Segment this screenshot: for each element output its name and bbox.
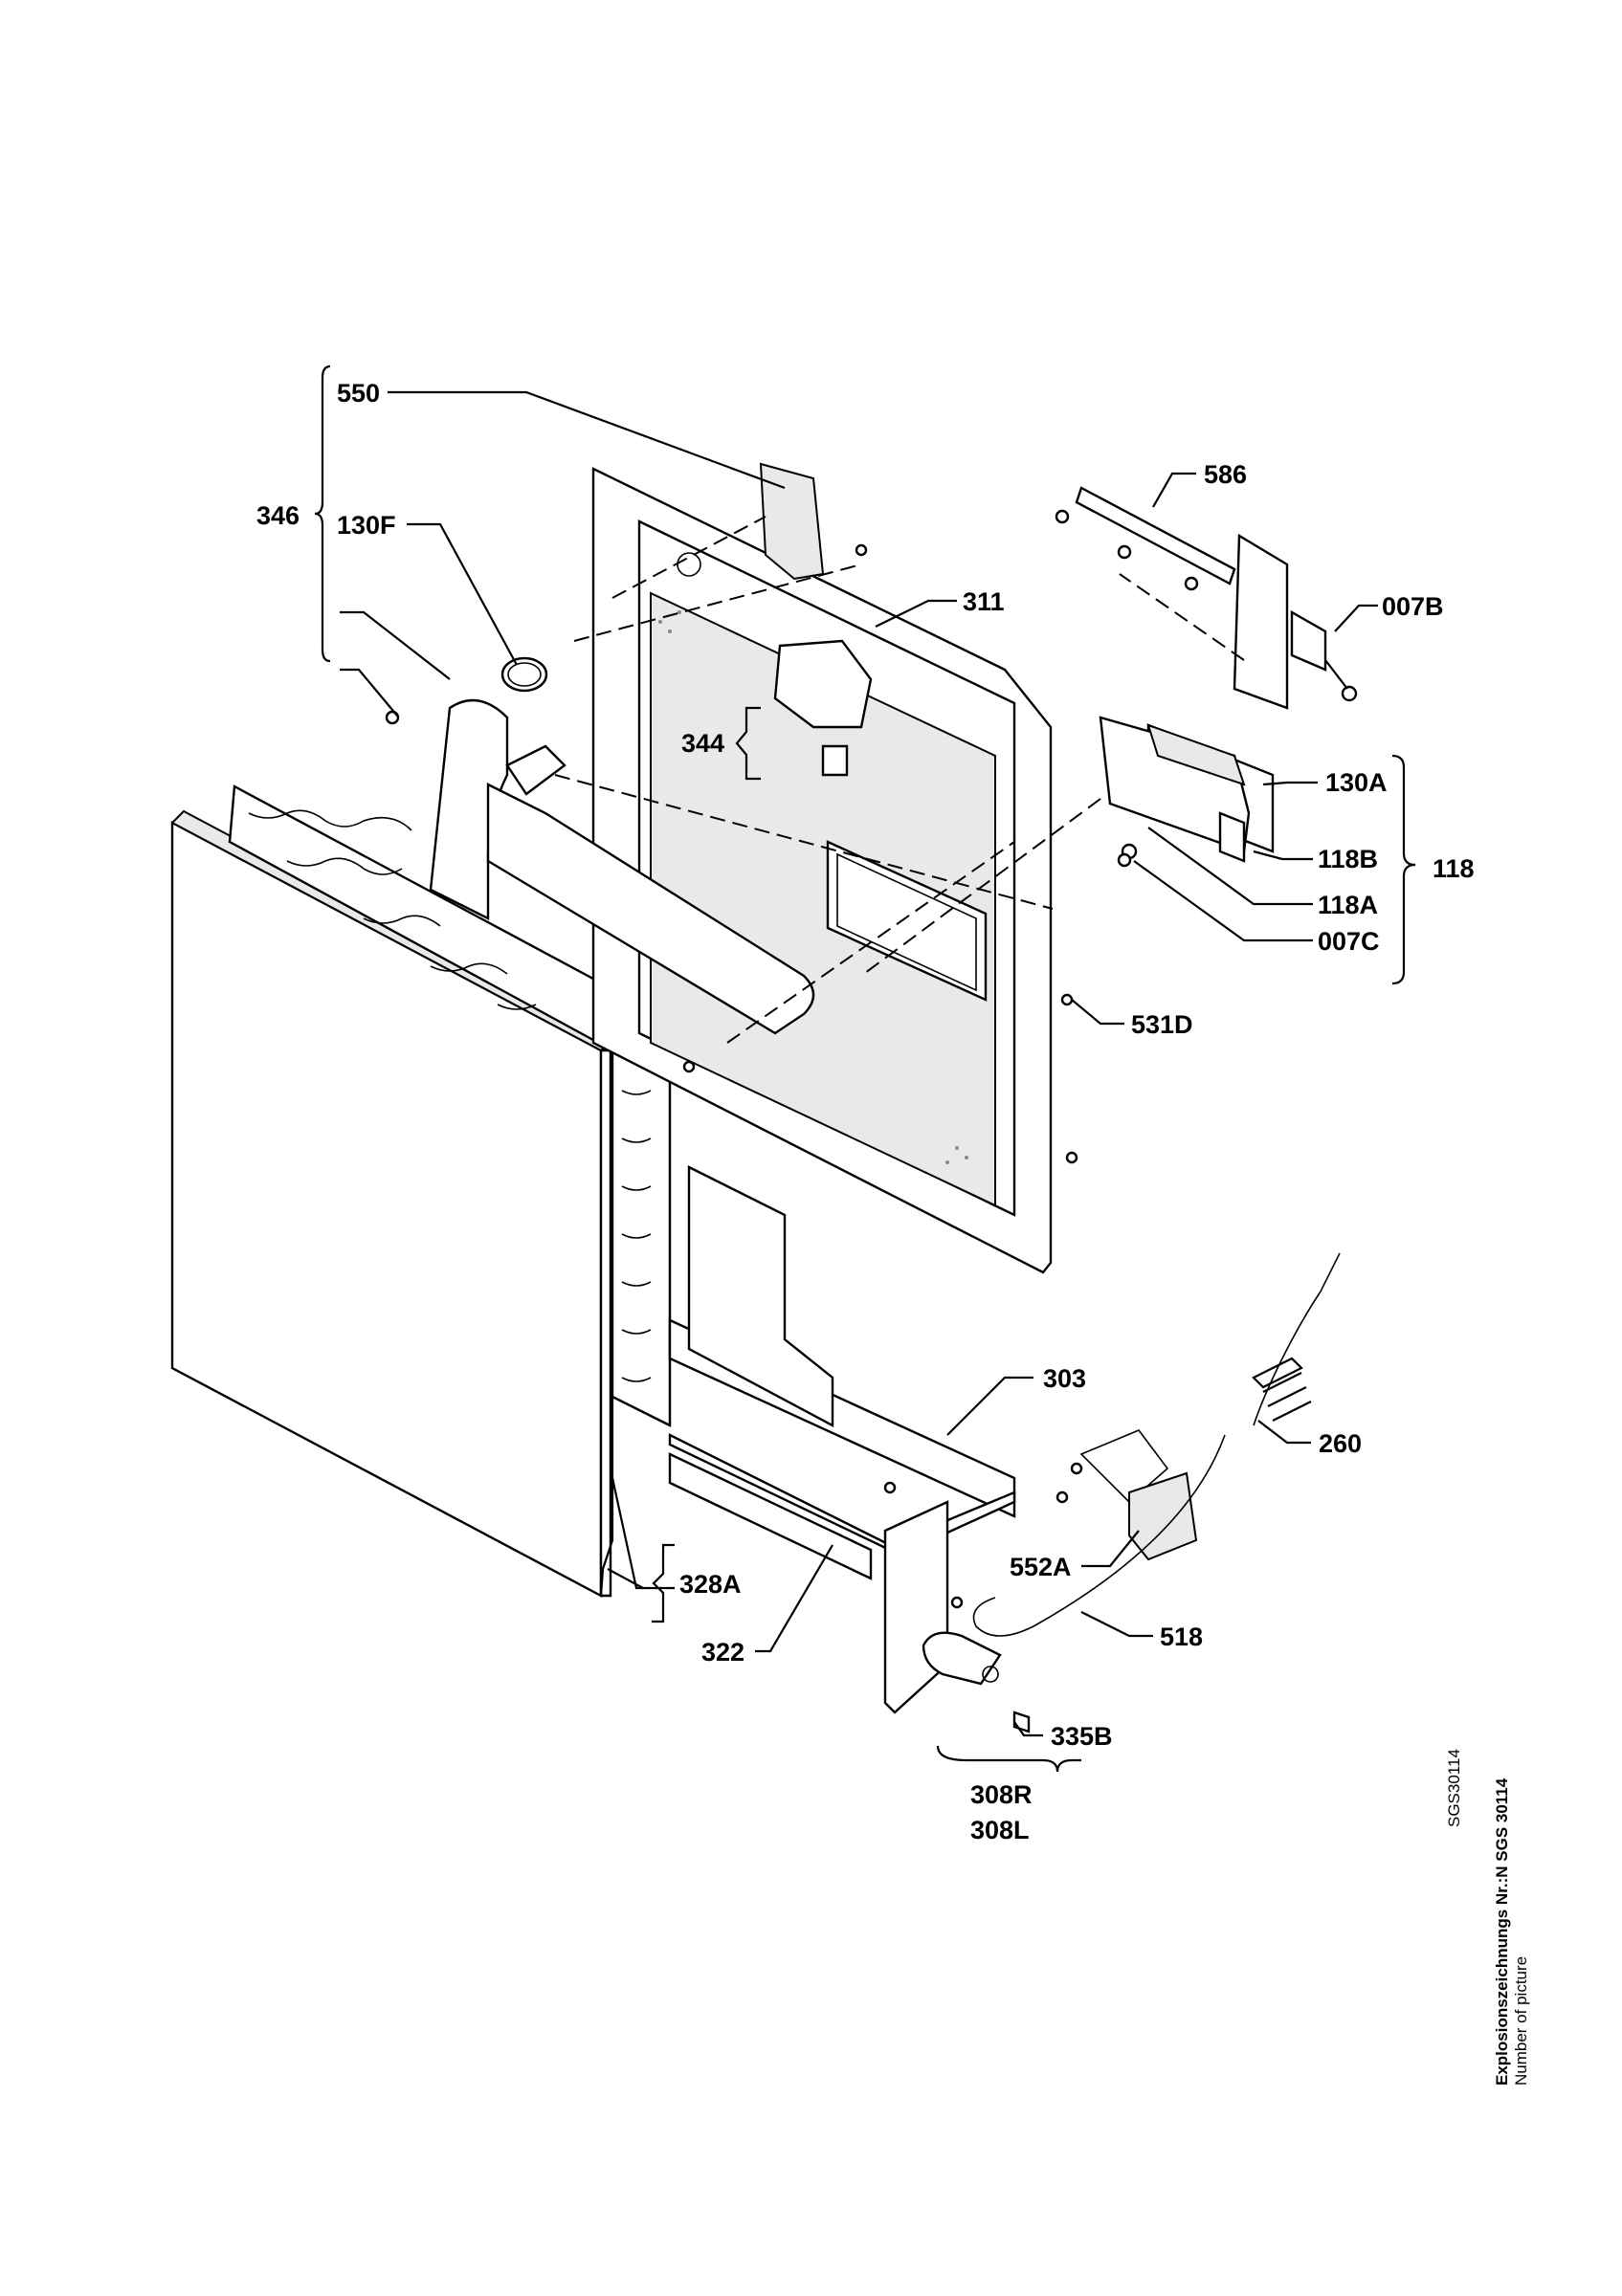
label-344: 344	[681, 729, 724, 758]
label-586: 586	[1204, 460, 1247, 489]
caption-subtitle: Number of picture	[1512, 1955, 1530, 2086]
label-552A: 552A	[1010, 1553, 1072, 1581]
label-007C: 007C	[1318, 927, 1380, 956]
label-130F: 130F	[337, 511, 396, 540]
assembly-lines	[554, 516, 1245, 1044]
inner-door-frame	[591, 467, 1053, 1274]
label-328A: 328A	[679, 1570, 742, 1599]
label-118: 118	[1433, 854, 1475, 883]
label-118A: 118A	[1318, 891, 1378, 919]
insulation-layer	[228, 784, 672, 1427]
part-344	[773, 639, 873, 777]
air-duct	[429, 698, 815, 1035]
part-586	[1075, 486, 1358, 710]
label-308R: 308R	[970, 1780, 1033, 1809]
picture-code: SGS30114	[1445, 1749, 1463, 1827]
label-311: 311	[963, 587, 1005, 616]
caption-title: Explosionszeichnungs Nr.:N SGS 30114	[1493, 1777, 1511, 2086]
part-308	[883, 1500, 1031, 1733]
part-552A-260-518	[972, 1252, 1341, 1637]
part-118	[1099, 716, 1275, 863]
label-531D: 531D	[1131, 1010, 1193, 1039]
part-550	[759, 462, 825, 581]
leader-lines	[314, 364, 1416, 1773]
label-346: 346	[256, 501, 300, 530]
label-130A: 130A	[1325, 768, 1388, 797]
oring-130F	[500, 656, 548, 693]
label-308L: 308L	[970, 1816, 1030, 1844]
label-335B: 335B	[1051, 1722, 1113, 1751]
label-518: 518	[1160, 1623, 1203, 1651]
screws	[385, 509, 1199, 1609]
label-322: 322	[701, 1638, 744, 1667]
label-007B: 007B	[1382, 592, 1444, 621]
label-260: 260	[1319, 1429, 1362, 1458]
part-labels: 550 346 130F 586 311 007B 344 130A 118 1…	[256, 379, 1475, 1844]
label-550: 550	[337, 379, 380, 408]
label-303: 303	[1043, 1364, 1086, 1393]
side-caption: Explosionszeichnungs Nr.:N SGS 30114 Num…	[1493, 1684, 1550, 2086]
label-118B: 118B	[1318, 845, 1378, 873]
